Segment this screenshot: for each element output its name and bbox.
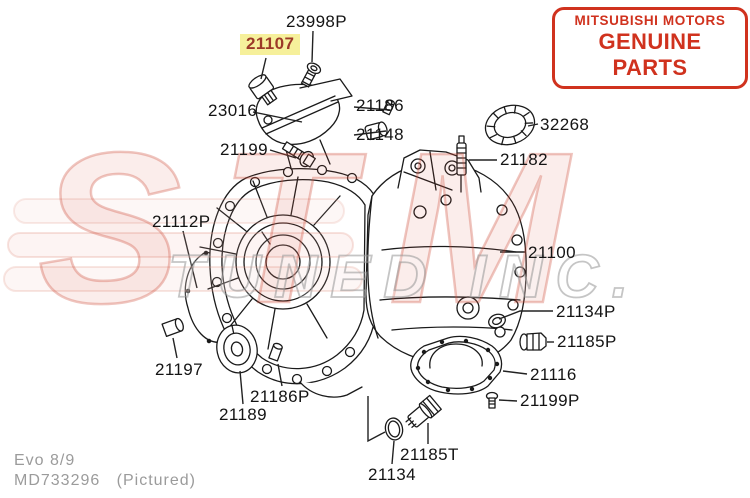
- o-ring-21134: [384, 417, 404, 441]
- transmission-case: [365, 149, 527, 365]
- pin-21186: [382, 99, 396, 116]
- stm-watermark: STM TUNED INC.: [3, 106, 641, 349]
- part-label-21116: 21116: [530, 365, 577, 384]
- part-label-21185T: 21185T: [400, 445, 459, 464]
- part-label-21182: 21182: [500, 150, 549, 169]
- oil-pan: [410, 335, 503, 395]
- footer-note: Evo 8/9 MD733296 (Pictured): [14, 451, 196, 491]
- stud-21182: [456, 135, 467, 193]
- brand-line-mitsubishi-motors: MITSUBISHI MOTORS: [574, 13, 726, 28]
- dowel-21197: [161, 317, 184, 338]
- brand-line-genuine-parts: GENUINE PARTS: [598, 29, 702, 80]
- part-label-21107-highlighted: 21107: [240, 34, 301, 55]
- seal-ring-32268: [484, 104, 536, 146]
- part-label-21134: 21134: [368, 465, 417, 484]
- part-label-21134P: 21134P: [556, 302, 616, 321]
- part-label-21199: 21199: [220, 140, 269, 159]
- part-label-23016: 23016: [208, 101, 258, 120]
- part-label-21100: 21100: [528, 243, 577, 262]
- leader-lines: [172, 30, 554, 465]
- part-label-32268: 32268: [540, 115, 590, 134]
- mount-bracket: [255, 78, 353, 169]
- part-label-21112P: 21112P: [152, 212, 211, 231]
- footer-part-number: MD733296: [14, 472, 101, 489]
- bolt-21199: [281, 141, 316, 168]
- footer-pictured-note: (Pictured): [116, 472, 196, 489]
- plug-21185T: [405, 394, 442, 428]
- part-label-21148: 21148: [356, 125, 405, 144]
- part-label-23998P: 23998P: [286, 12, 348, 31]
- bolt-23998P: [300, 62, 322, 88]
- bolt-21199P: [485, 391, 499, 409]
- plug-21107: [248, 74, 278, 106]
- part-label-21197: 21197: [155, 360, 204, 379]
- part-label-21186: 21186: [356, 96, 405, 115]
- drain-plug-21185P: [519, 332, 547, 351]
- part-label-21189: 21189: [219, 405, 268, 424]
- part-label-21199P: 21199P: [520, 391, 580, 410]
- pin-21186P: [268, 342, 283, 362]
- genuine-parts-badge: MITSUBISHI MOTORS GENUINE PARTS: [552, 7, 748, 89]
- bell-housing: [199, 164, 378, 398]
- footer-model: Evo 8/9: [14, 452, 76, 469]
- oil-seal-21189: [216, 324, 258, 374]
- part-label-21185P: 21185P: [557, 332, 617, 351]
- watermark-tuned-inc-text: TUNED INC.: [168, 243, 641, 310]
- part-label-21186P: 21186P: [250, 387, 310, 406]
- watermark-stm-text: STM: [38, 107, 606, 348]
